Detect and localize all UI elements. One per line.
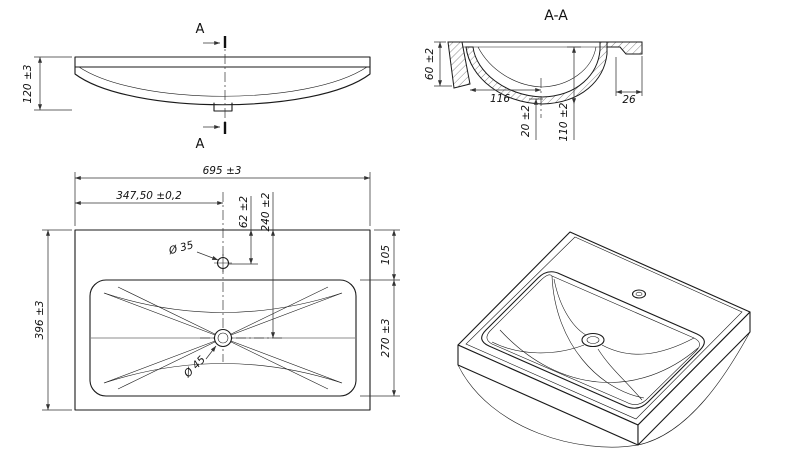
plan-drain	[213, 328, 233, 348]
section-bowl-dimension: 110 ±2	[558, 46, 581, 141]
section-label-top: A	[196, 22, 205, 37]
plan-width-dim-label: 695 ±3	[203, 165, 242, 177]
front-view: A A 120 ±3	[22, 22, 371, 152]
plan-outline	[74, 229, 371, 411]
isometric-view	[457, 231, 751, 448]
plan-view: 695 ±3 347,50 ±0,2 62 ±2 240 ±2 Ø 35 Ø 4…	[34, 165, 400, 411]
section-depth-dimension: 60 ±2	[424, 41, 452, 87]
section-wall-dim-label: 20 ±2	[520, 105, 532, 137]
plan-slope-lines	[91, 286, 355, 390]
section-outline	[447, 41, 643, 118]
plan-depth-dim-label: 396 ±3	[34, 301, 46, 340]
plan-basin-dimension: 270 ±3	[360, 279, 400, 397]
plan-faucet-diameter-callout: Ø 35	[167, 239, 219, 261]
iso-faucet-hole	[631, 289, 647, 299]
front-view-outline	[74, 56, 371, 112]
plan-faucet-hole	[214, 254, 232, 272]
front-height-dimension: 120 ±3	[22, 56, 72, 111]
section-view-title: A-A	[544, 8, 568, 24]
section-view: A-A 60 ±2 116 26	[424, 8, 643, 141]
drain-diameter-label: Ø 45	[181, 354, 208, 381]
plan-basin-dim-label: 270 ±3	[380, 319, 392, 358]
plan-center-dimension: 347,50 ±0,2	[74, 190, 224, 206]
section-floor-dim-label: 116	[490, 93, 510, 105]
plan-drain-offset-dimension: 240 ±2	[260, 192, 276, 339]
section-wall-dimension: 20 ±2	[520, 98, 543, 140]
section-edge-dim-label: 26	[622, 94, 636, 106]
plan-center-dim-label: 347,50 ±0,2	[116, 190, 182, 202]
plan-drain-offset-label: 240 ±2	[260, 192, 272, 231]
plan-width-dimension: 695 ±3	[74, 165, 371, 226]
section-depth-dim-label: 60 ±2	[424, 48, 436, 80]
section-cut-line: A A	[196, 22, 227, 152]
plan-deck-dim-label: 105	[380, 245, 392, 265]
plan-deck-dimension: 105	[360, 229, 400, 281]
section-bowl-dim-label: 110 ±2	[558, 102, 570, 141]
plan-depth-dimension: 396 ±3	[34, 229, 72, 411]
plan-drain-diameter-callout: Ø 45	[181, 345, 217, 381]
section-edge-dimension: 26	[615, 56, 643, 106]
plan-faucet-offset-label: 62 ±2	[238, 196, 250, 228]
faucet-diameter-label: Ø 35	[167, 239, 195, 257]
plan-faucet-offset-dimension: 62 ±2	[228, 196, 258, 265]
iso-body	[457, 231, 751, 448]
iso-basin	[481, 271, 705, 409]
iso-drain	[581, 332, 605, 348]
section-floor-dimension: 116	[469, 87, 542, 105]
front-height-dim-label: 120 ±3	[22, 65, 34, 104]
section-label-bottom: A	[196, 137, 205, 152]
